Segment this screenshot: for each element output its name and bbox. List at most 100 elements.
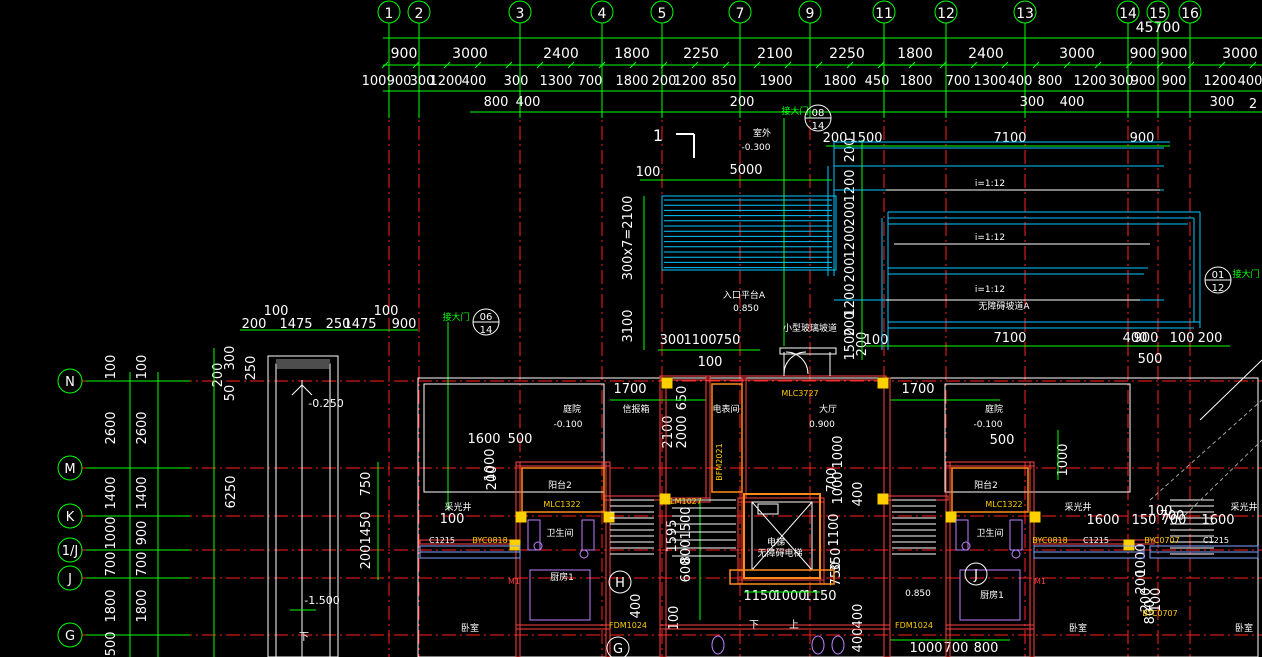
index-sheet: 12 [1212,283,1225,294]
elevation-text: -1.500 [304,594,339,607]
detail-frame [267,355,339,657]
axis-bubble [57,368,83,394]
balcony-left-frame [521,467,605,513]
wall-segment [945,624,1035,630]
fixture-outline [959,569,1021,621]
room-label: -0.300 [741,143,770,153]
axis-bubble-label: 14 [1119,6,1137,22]
axis-bubble-label: 16 [1181,6,1199,22]
dimension-text: 3100 [621,309,636,342]
dimension-text: 200 [242,317,267,332]
dimension-text: 200 [843,258,858,283]
dim-tick [1156,61,1164,69]
dim-tick [474,61,482,69]
axis-bubble [407,0,431,24]
room-label: 卧室 [461,622,479,634]
axis-bubble [590,0,614,24]
axis-bubble [798,0,822,24]
dimension-text: 1800 [135,589,150,622]
door-window-tag: BYC0707 [1142,609,1177,618]
dimension-text: 1200 [1073,74,1106,89]
dimension-text: 750 [829,562,844,587]
room-label: 0.900 [809,420,835,430]
dimension-text: 900 [1134,331,1159,346]
dimension-text: 3000 [452,46,488,62]
dimension-text: 1000 [1056,443,1071,476]
dimension-text: 7100 [993,331,1026,346]
axis-bubble-label: 2 [415,6,424,22]
dimension-text: 900 [135,521,150,546]
dimension-text: 800 [484,95,509,110]
room-label: -0.100 [553,420,582,430]
dim-tick [660,61,668,69]
elevator-x2 [751,501,813,571]
dimension-text: 850 [712,74,737,89]
wall-layer [267,133,1259,657]
axis-bubble-label: 1/J [62,544,79,559]
dim-tick [629,61,637,69]
room-label: 电表间 [712,403,739,415]
dimension-text: 1800 [615,74,648,89]
dim-tick [443,61,451,69]
dimension-text: 2600 [104,411,119,444]
dimension-text: 300 [223,346,238,371]
dimension-text: 800 [1038,74,1063,89]
dimension-text: 1800 [897,46,933,62]
dim-tick [1187,61,1195,69]
door-window-tag: C1215 [1083,536,1109,545]
dimension-text: 1500 [843,327,858,360]
dimension-text: 900 [392,317,417,332]
dim-tick [1001,61,1009,69]
dimension-text: 100 [374,304,399,319]
dimension-text: 500 [508,432,533,447]
structural-column [659,493,671,505]
dim-tick [567,61,575,69]
dimension-text: 100 [135,355,150,380]
dimension-text: 150 [1132,513,1157,528]
index-number: 08 [812,108,825,119]
ramp-slope-text: i=1:12 [975,233,1005,243]
dimension-text: 100 [104,355,119,380]
room-label: 小型玻璃坡道 [783,322,837,334]
dimension-text: 200 [359,545,374,570]
door-frame [779,347,837,355]
dimension-text: 1200 [843,225,858,258]
axis-bubble-label: 12 [937,6,955,22]
dimension-text: 300 [660,333,685,348]
floor-outline [417,377,1259,657]
dimension-text: 350 [829,548,844,573]
dimension-text: 650 [675,386,690,411]
dim-tick [753,61,761,69]
dimension-text: 3000 [1059,46,1095,62]
dimension-text: 1400 [104,476,119,509]
fixture-outline [529,569,591,621]
dimension-text: 400 [516,95,541,110]
toilet-fixture [831,635,845,655]
door-window-tag: MLC1322 [543,500,580,509]
dimension-text: 700 [946,74,971,89]
room-label: 卧室 [1069,622,1087,634]
dimension-text: 100 [698,355,723,370]
dimension-text: 2100 [661,415,676,448]
dimension-text: 900 [1161,46,1188,62]
fixture-outline [581,519,595,551]
leader-note: 接大门 [781,105,808,117]
room-label: 信报箱 [622,403,649,415]
dimension-text: 250 [326,317,351,332]
dimension-text: 1475 [279,317,312,332]
door-swing [785,351,809,375]
axis-bubble-label: 13 [1016,6,1034,22]
dimension-text: 200 [843,138,858,163]
local-axis-label: G [613,642,623,657]
elevator-pit [729,569,835,585]
dimension-text: 400 [851,482,866,507]
dimension-text: 700 [135,552,150,577]
fixture-outline [955,519,969,551]
dimension-text: 1000 [483,448,498,481]
dimension-text: 100 [1149,588,1164,613]
dim-tick [536,61,544,69]
stair-direction: 下 [299,632,309,643]
dimension-text: 100 [667,606,682,631]
axis-bubble-label: 11 [875,6,893,22]
dimension-text: 100 [362,74,387,89]
